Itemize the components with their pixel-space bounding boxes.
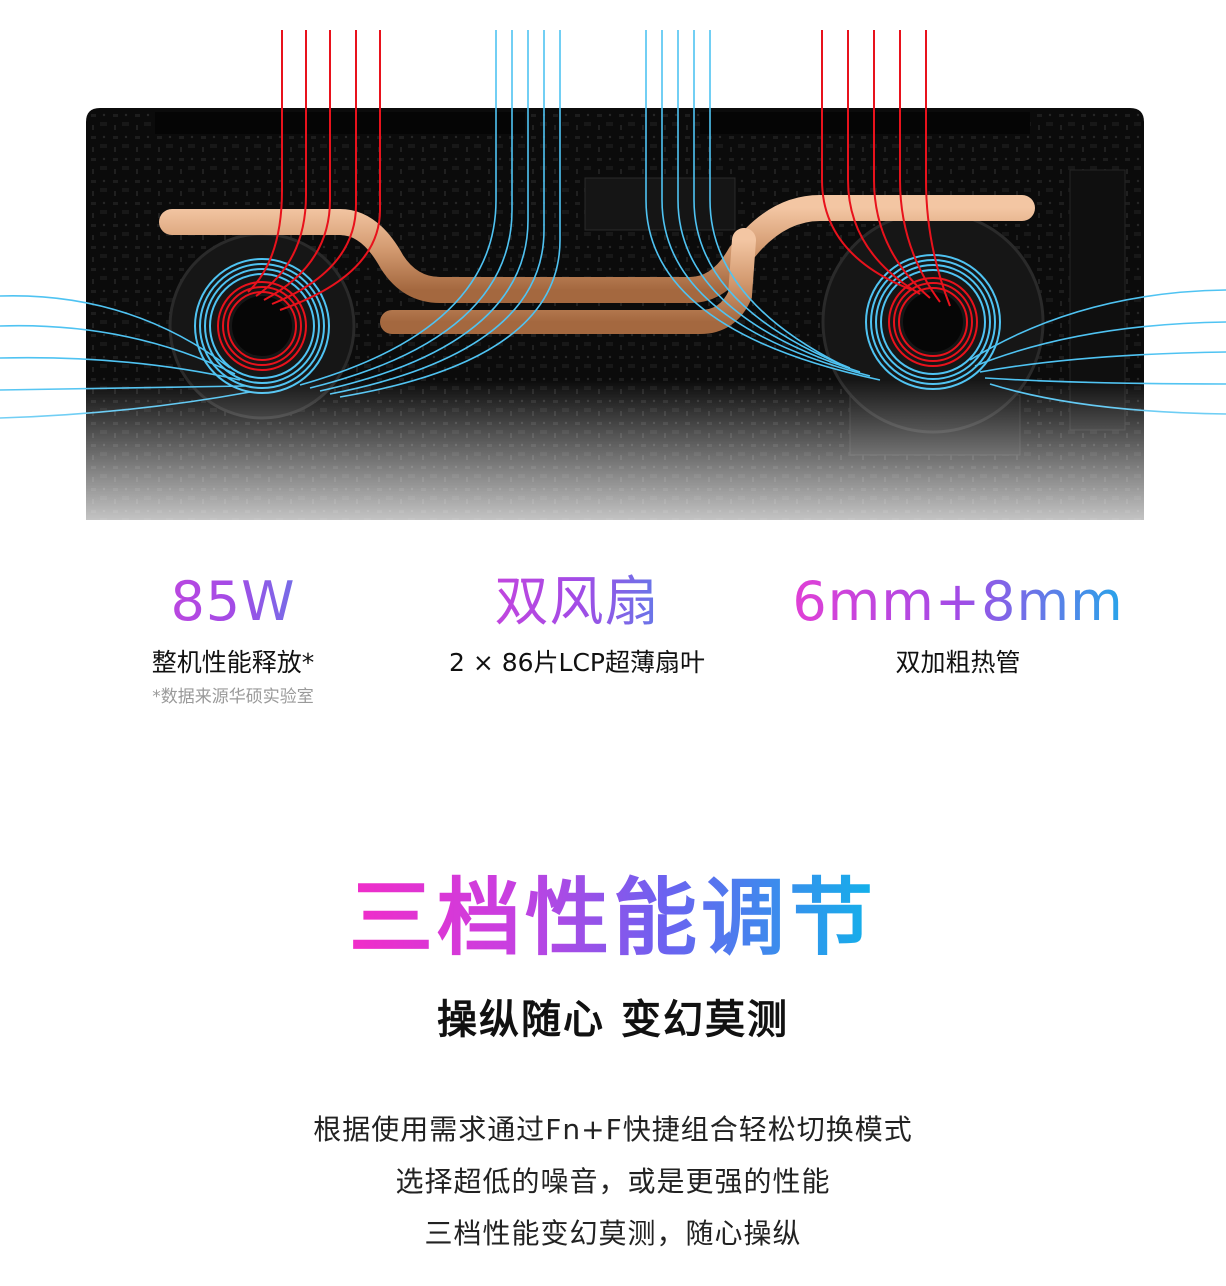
hot-airflow-lines: [247, 30, 951, 311]
body-line: 选择超低的噪音，或是更强的性能: [395, 1165, 831, 1198]
stat-caption: 整机性能释放*: [151, 648, 315, 677]
section-subheadline: 操纵随心 变幻莫测: [437, 997, 789, 1043]
stat-value: 6mm+8mm: [778, 570, 1138, 634]
body-line: 根据使用需求通过Fn+F快捷组合轻松切换模式: [313, 1113, 913, 1146]
stat-value: 85W: [53, 570, 413, 634]
body-line: 三档性能变幻莫测，随心操纵: [424, 1217, 802, 1250]
stat-value: 双风扇: [397, 570, 757, 634]
headline-text: 三档性能调节: [348, 869, 877, 967]
stat-heatpipes: 6mm+8mm 双加粗热管: [778, 570, 1138, 680]
stat-power: 85W 整机性能释放* *数据来源华硕实验室: [53, 570, 413, 707]
section-headline: 三档性能调节: [0, 868, 1226, 968]
stat-fans: 双风扇 2 × 86片LCP超薄扇叶: [397, 570, 757, 680]
laptop-cooling-illustration: [0, 30, 1226, 565]
stat-footnote: *数据来源华硕实验室: [152, 687, 314, 707]
heatpipe-icon-lower: [380, 228, 756, 334]
stat-caption: 双加粗热管: [895, 648, 1021, 677]
stat-caption: 2 × 86片LCP超薄扇叶: [448, 648, 706, 677]
